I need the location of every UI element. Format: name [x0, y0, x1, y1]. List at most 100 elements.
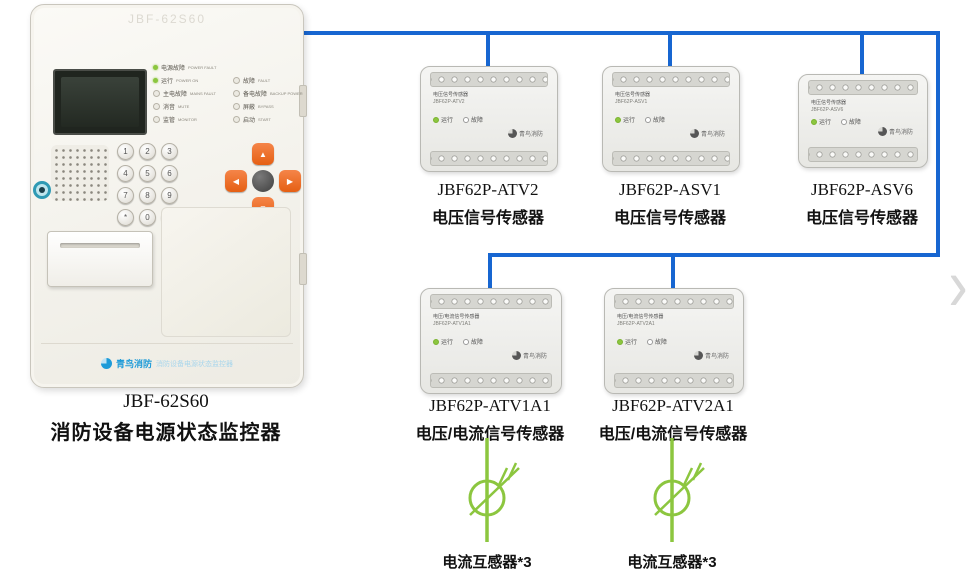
- panel-caption: JBF-62S60 消防设备电源状态监控器: [15, 391, 317, 445]
- led-icon: [153, 90, 160, 97]
- led-icon: [233, 77, 240, 84]
- terminal-strip: [614, 373, 734, 388]
- brand-logo-icon: [507, 129, 517, 138]
- keypad-button: 6: [161, 165, 178, 182]
- led-icon: [233, 90, 240, 97]
- terminal-strip: [430, 151, 548, 166]
- arrow-left-button: ◀: [225, 170, 247, 192]
- module-model-label: JBF62P-ATV1A1: [429, 396, 551, 415]
- printer-paper-slot: [60, 243, 140, 248]
- carousel-next-button[interactable]: ›: [948, 242, 968, 327]
- module-type-label: 电压信号传感器: [805, 210, 918, 227]
- panel-hinge-bottom: [299, 253, 307, 285]
- run-led-icon: [433, 116, 439, 123]
- panel-model-label: JBF-62S60: [123, 391, 209, 412]
- bus-line-middle: [488, 253, 940, 257]
- panel-seam: [41, 343, 293, 344]
- fault-led-icon: [463, 338, 470, 345]
- module-board-text: 电压信号传感器 JBF62P-ATV2: [433, 92, 469, 105]
- bus-drop-module-4: [488, 253, 492, 291]
- brand-logo-icon: [100, 358, 112, 369]
- keypad-button: 2: [139, 143, 156, 160]
- fault-led-icon: [647, 338, 654, 345]
- keypad-button: 9: [161, 187, 178, 204]
- lcd-screen-glass: [61, 77, 139, 127]
- front-door: [161, 207, 291, 337]
- bus-drop-module-3: [860, 31, 864, 75]
- bus-drop-module-5: [671, 253, 675, 291]
- module-model-label: JBF62P-ASV1: [618, 180, 722, 199]
- led-icon: [153, 103, 160, 110]
- brand-tagline: 消防设备电源状态监控器: [156, 360, 233, 368]
- led-icon: [233, 116, 240, 123]
- current-transformer-symbol: [468, 438, 520, 542]
- module-leds: 运行 故障: [811, 117, 861, 126]
- sensor-module-atv1a1: 电压/电流信号传感器 JBF62P-ATV1A1 运行 故障 青鸟消防: [420, 288, 562, 394]
- fault-led-icon: [463, 116, 470, 123]
- module-board-text: 电压/电流信号传感器 JBF62P-ATV1A1: [433, 314, 480, 327]
- bus-line-top: [298, 31, 940, 35]
- brand-logo-icon: [693, 351, 703, 360]
- brand-logo-icon: [511, 351, 521, 360]
- indicator-header-cn: 电源故障: [161, 66, 186, 72]
- terminal-strip: [430, 294, 552, 309]
- sensor-module-atv2a1: 电压/电流信号传感器 JBF62P-ATV2A1 运行 故障 青鸟消防: [604, 288, 744, 394]
- speaker-grille: [51, 145, 109, 201]
- run-led-icon: [615, 116, 621, 123]
- module-caption: JBF62P-ATV2 电压信号传感器: [408, 180, 568, 228]
- module-brand: 青鸟消防: [877, 127, 913, 136]
- terminal-strip: [808, 80, 918, 95]
- run-led-icon: [811, 118, 817, 125]
- panel-watermark: JBF-62S60: [127, 12, 207, 26]
- terminal-strip: [614, 294, 734, 309]
- arrow-up-button: ▲: [252, 143, 274, 165]
- brand-logo-icon: [689, 129, 699, 138]
- transformer-label-left: 电流互感器*3: [442, 554, 532, 571]
- terminal-strip: [612, 151, 730, 166]
- module-type-label: 电压/电流信号传感器: [415, 426, 565, 443]
- bus-line-right-vertical: [936, 31, 940, 257]
- indicator-header: 电源故障 POWER FAULT: [153, 63, 305, 72]
- module-leds: 运行 故障: [433, 337, 483, 346]
- run-led-icon: [617, 338, 623, 345]
- panel-name-label: 消防设备电源状态监控器: [50, 422, 282, 444]
- fault-led-icon: [645, 116, 652, 123]
- fault-led-icon: [841, 118, 848, 125]
- lcd-screen: [53, 69, 147, 135]
- key-lock: [33, 181, 51, 199]
- module-caption: JBF62P-ATV1A1 电压/电流信号传感器: [405, 396, 575, 444]
- keypad-button: 0: [139, 209, 156, 226]
- ok-button: [252, 170, 274, 192]
- module-caption: JBF62P-ASV6 电压信号传感器: [782, 180, 942, 228]
- module-brand: 青鸟消防: [511, 351, 547, 360]
- led-icon: [233, 103, 240, 110]
- sensor-module-asv1: 电压信号传感器 JBF62P-ASV1 运行 故障 青鸟消防: [602, 66, 740, 172]
- terminal-strip: [612, 72, 730, 87]
- module-type-label: 电压信号传感器: [431, 210, 544, 227]
- module-leds: 运行 故障: [615, 115, 665, 124]
- keypad-button: 5: [139, 165, 156, 182]
- panel-hinge-top: [299, 85, 307, 117]
- brand-logo: 青鸟消防 消防设备电源状态监控器: [31, 357, 303, 370]
- current-transformer-symbol: [653, 438, 705, 542]
- bus-drop-module-2: [668, 31, 672, 69]
- keypad-button: 1: [117, 143, 134, 160]
- brand-logo-icon: [877, 127, 887, 136]
- module-leds: 运行 故障: [433, 115, 483, 124]
- module-board-text: 电压信号传感器 JBF62P-ASV6: [811, 100, 847, 113]
- led-icon: [153, 116, 160, 123]
- led-icon: [153, 78, 158, 83]
- module-board-text: 电压信号传感器 JBF62P-ASV1: [615, 92, 651, 105]
- module-model-label: JBF62P-ATV2: [437, 180, 539, 199]
- keypad-button: 8: [139, 187, 156, 204]
- indicator-header-en: POWER FAULT: [188, 65, 217, 70]
